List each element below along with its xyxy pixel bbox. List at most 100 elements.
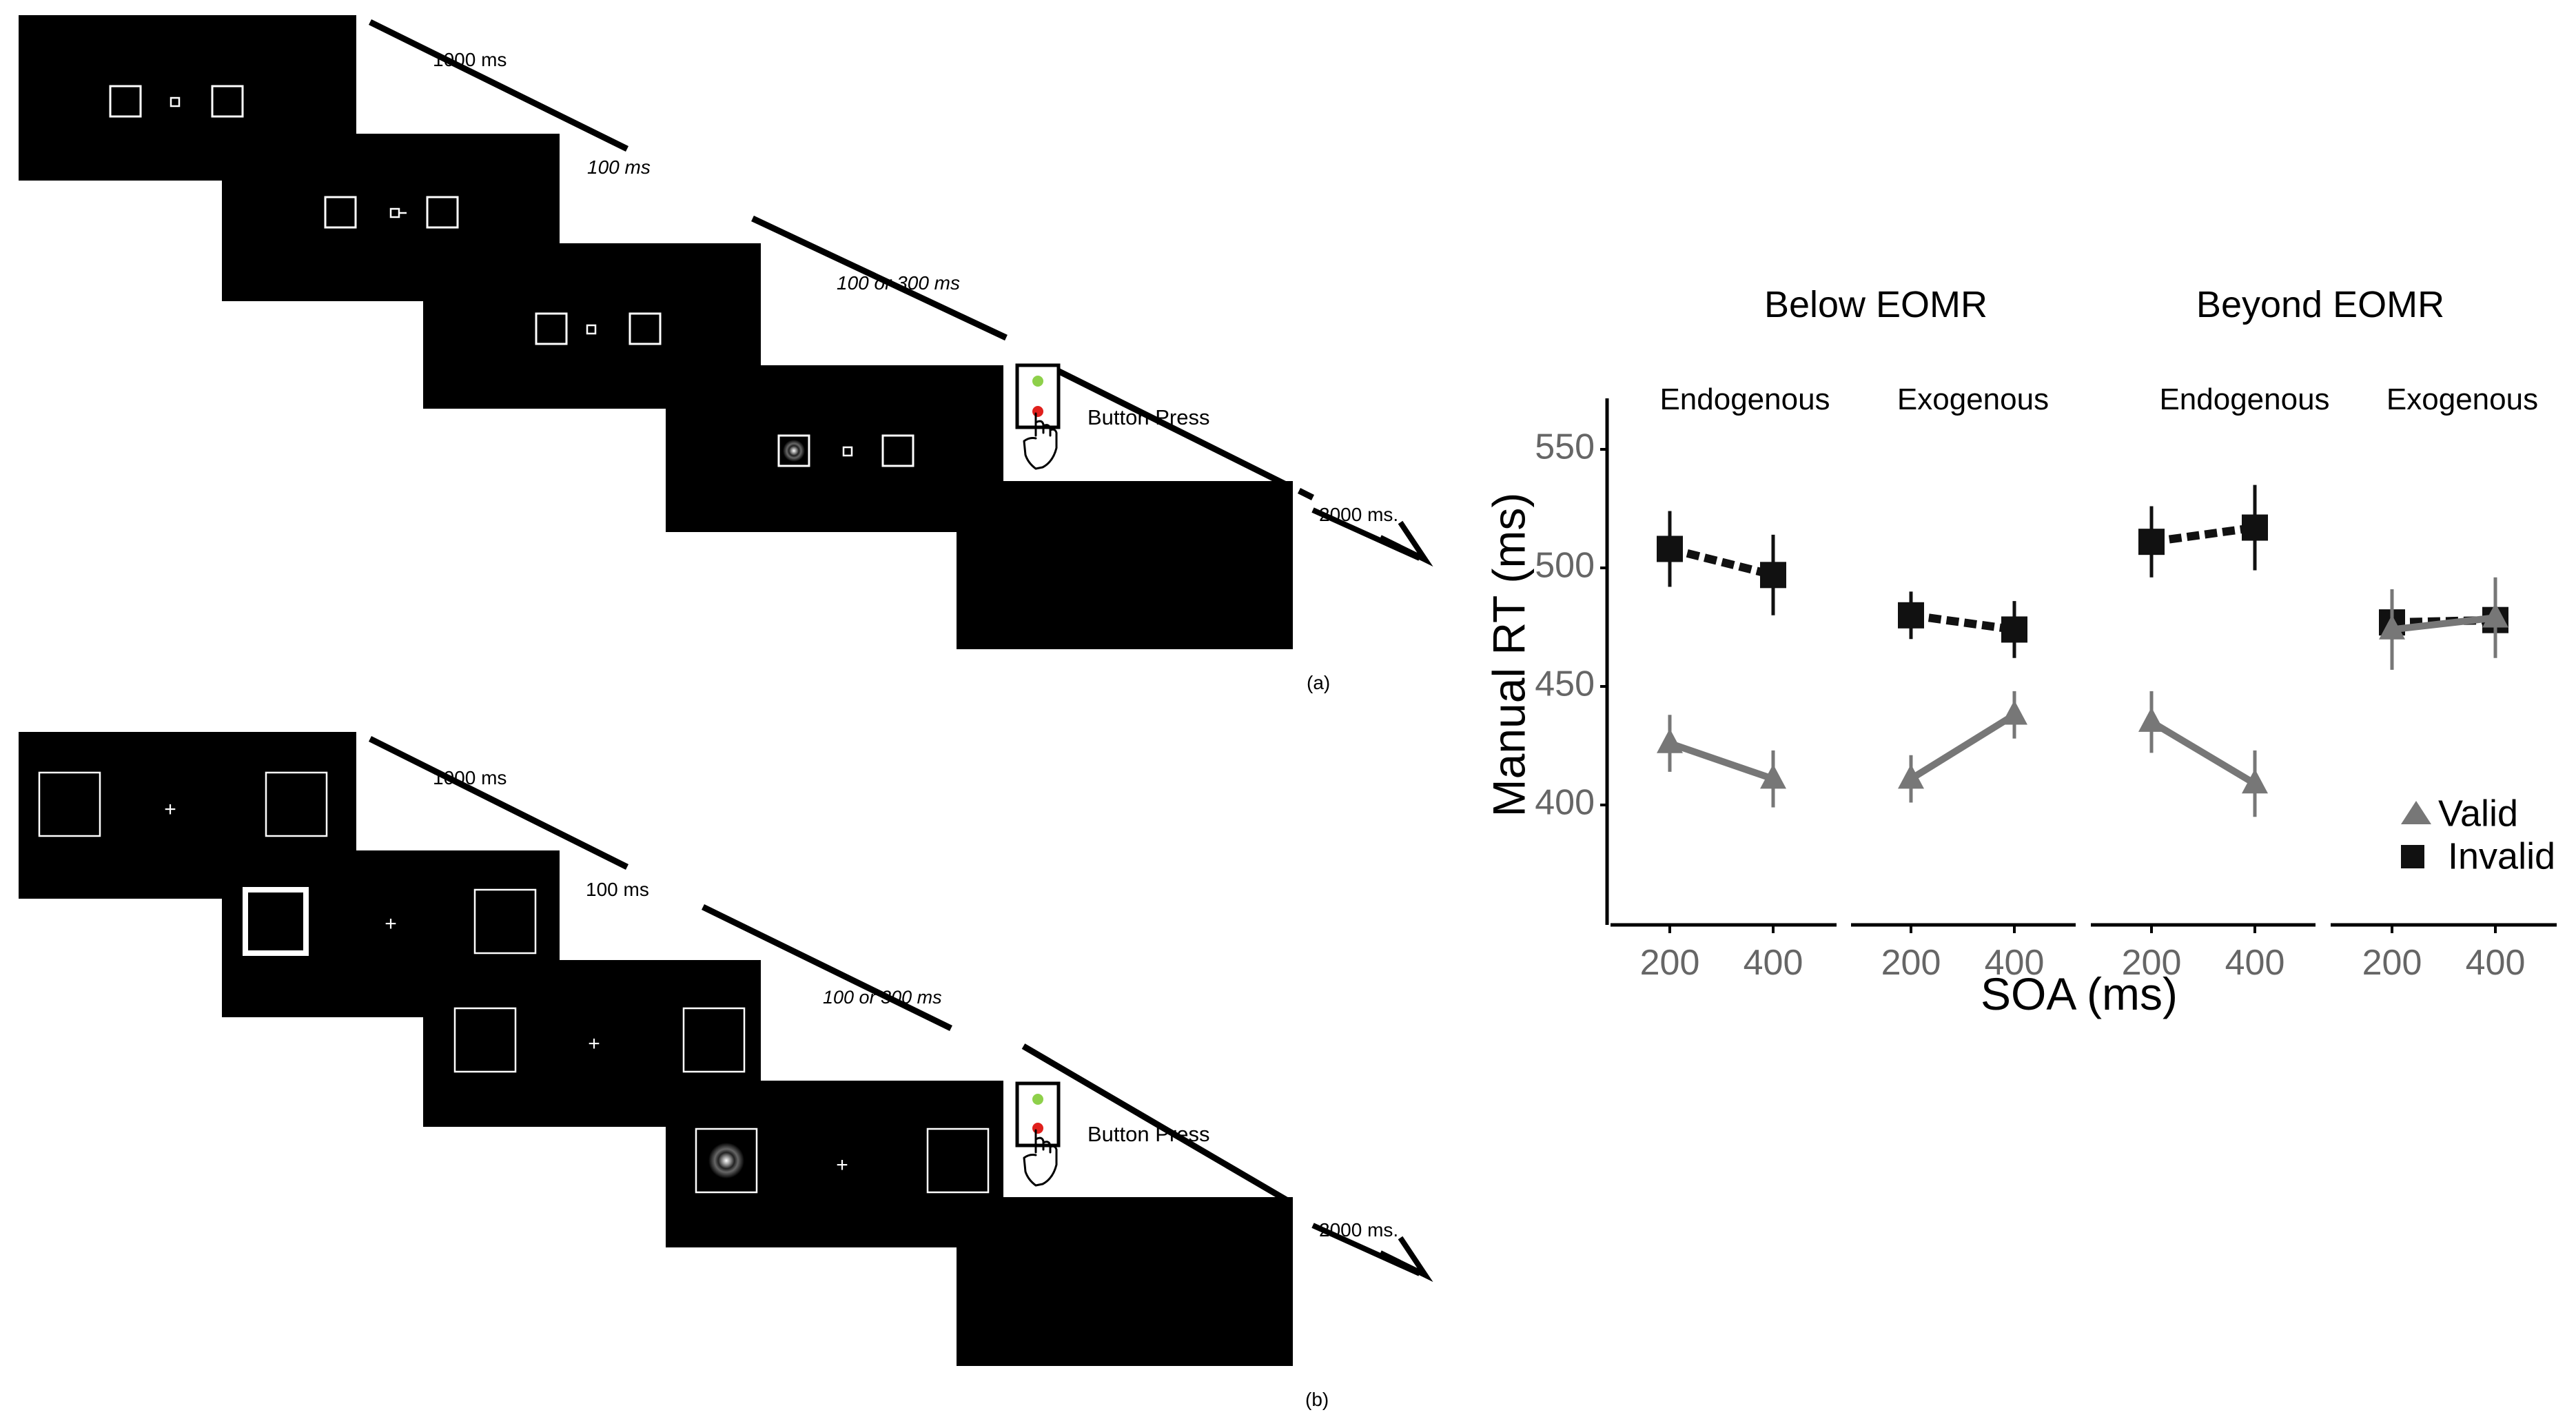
timing-label: 2000 ms. [1319, 1219, 1398, 1241]
svg-text:+: + [836, 1154, 848, 1176]
facet-label: Endogenous [1659, 382, 1830, 416]
series-line [2391, 614, 2496, 633]
series-line [1909, 712, 2016, 782]
timing-label: 100 ms [586, 879, 649, 900]
series-line [2151, 523, 2256, 547]
timing-label: 1000 ms [433, 767, 507, 788]
valid-marker [2001, 700, 2027, 725]
timeline-arrow-head [1379, 1236, 1433, 1283]
legend-label: Valid [2438, 793, 2518, 834]
series-line [1668, 740, 1775, 782]
x-tick-label: 200 [1881, 943, 1941, 983]
valid-marker [2138, 707, 2165, 732]
timing-label: 2000 ms. [1319, 504, 1398, 525]
series-invalid [1657, 511, 1786, 615]
svg-text:+: + [385, 912, 397, 935]
valid-marker [2242, 768, 2268, 794]
screen-target: + [666, 1081, 1003, 1247]
y-tick-label: 500 [1535, 546, 1595, 586]
rt-chart: Below EOMR Beyond EOMR Manual RT (ms) SO… [1483, 284, 2557, 1019]
legend-valid-marker [2401, 801, 2431, 824]
timeline-segment [1021, 1043, 1291, 1204]
series-invalid [1898, 591, 2027, 658]
series-line [2149, 719, 2257, 787]
gabor-target [783, 440, 805, 462]
timing-label: 1000 ms [433, 49, 507, 70]
panel-caption: (b) [1305, 1389, 1329, 1410]
timeline-segment [1053, 366, 1291, 489]
legend-label: Invalid [2448, 835, 2555, 877]
timeline-segment [369, 19, 628, 152]
y-axis-label: Manual RT (ms) [1483, 493, 1534, 817]
trial-sequence-a: 1000 ms 100 ms 100 or 300 ms Button Pres… [19, 15, 1433, 693]
x-tick-label: 400 [1744, 943, 1803, 983]
x-tick-label: 200 [2122, 943, 2182, 983]
legend-invalid-marker [2401, 845, 2424, 868]
red-led [1032, 1123, 1043, 1134]
series-valid [1657, 715, 1786, 808]
invalid-marker [2001, 616, 2027, 643]
invalid-marker [1657, 536, 1683, 562]
response-label: Button Press [1087, 405, 1209, 429]
green-led [1032, 376, 1043, 387]
brightened-box-cue [243, 887, 309, 956]
series-valid [2138, 691, 2268, 817]
valid-marker [2482, 602, 2508, 628]
x-axis-label: SOA (ms) [1981, 968, 2178, 1019]
y-tick-label: 450 [1535, 664, 1595, 704]
pointing-hand-icon [1023, 1129, 1058, 1187]
screen-target [666, 365, 1003, 532]
green-led [1032, 1094, 1043, 1105]
timeline-segment [751, 215, 1008, 341]
placeholder-box-left [109, 85, 142, 118]
x-tick-label: 400 [2466, 943, 2526, 983]
panel-caption: (a) [1307, 672, 1330, 693]
timeline-segment [1297, 487, 1315, 501]
response-box [1015, 363, 1061, 470]
invalid-marker [2138, 529, 2165, 555]
screen-blank [957, 481, 1293, 649]
gabor-target [708, 1143, 744, 1179]
response-box [1015, 1081, 1061, 1187]
series-valid [2379, 577, 2508, 670]
timing-label: 100 or 300 ms [823, 987, 942, 1008]
fixation-square [170, 96, 181, 108]
facet-label: Exogenous [2386, 382, 2538, 416]
trial-sequence-b: + + + + 1000 ms 10 [19, 732, 1433, 1410]
x-tick-label: 200 [1640, 943, 1700, 983]
placeholder-box-right [211, 85, 244, 118]
pointing-hand-icon [1023, 412, 1058, 470]
series-line [1668, 544, 1775, 580]
timeline-segment [368, 735, 629, 870]
x-tick-label: 400 [1985, 943, 2045, 983]
series-invalid [2138, 484, 2268, 578]
y-tick-label: 400 [1535, 783, 1595, 823]
red-led [1032, 406, 1043, 417]
valid-marker [1898, 764, 1924, 789]
invalid-marker [2242, 514, 2268, 541]
y-tick-label: 550 [1535, 427, 1595, 467]
invalid-marker [1898, 602, 1924, 629]
timing-label: 100 or 300 ms [837, 272, 960, 294]
group-title: Beyond EOMR [2196, 284, 2444, 325]
screen-blank [957, 1197, 1293, 1366]
series-valid [1898, 691, 2027, 803]
valid-marker [1657, 728, 1683, 753]
facet-label: Exogenous [1897, 382, 2049, 416]
svg-text:+: + [588, 1032, 600, 1055]
plot-area: 400 450 500 550 Endogenous 200 400 Exogenous 200… [1535, 382, 2557, 983]
x-tick-label: 400 [2225, 943, 2285, 983]
timeline-segment [702, 904, 952, 1032]
timing-label: 100 ms [587, 156, 651, 178]
valid-marker [2379, 615, 2405, 640]
fixation-cross: + [164, 798, 176, 821]
group-title: Below EOMR [1764, 284, 1987, 325]
invalid-marker [1760, 562, 1786, 589]
x-tick-label: 200 [2362, 943, 2422, 983]
series-line [1910, 611, 2015, 634]
response-label: Button Press [1087, 1122, 1209, 1146]
timeline-arrow-head [1379, 520, 1433, 567]
facet-label: Endogenous [2159, 382, 2329, 416]
